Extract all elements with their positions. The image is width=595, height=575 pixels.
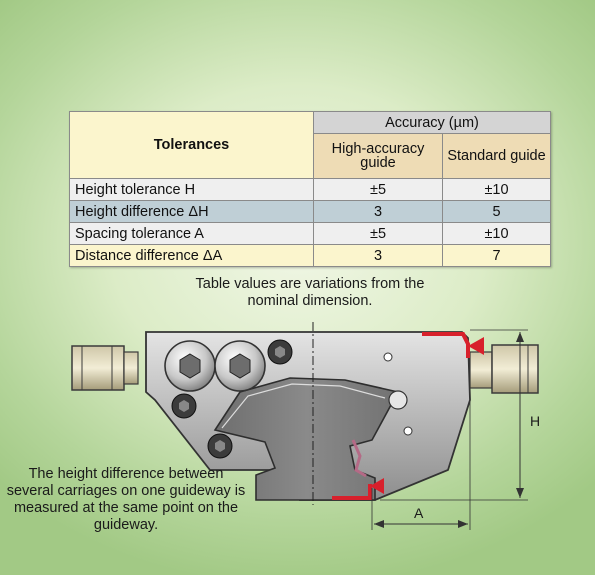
screw-icon (207, 433, 233, 459)
guideway-rail (213, 377, 400, 501)
standard-value: 7 (442, 244, 551, 267)
dimension-a: A (371, 392, 471, 530)
standard-value: 5 (442, 200, 551, 223)
rail-reference-marker (332, 484, 372, 500)
rail-reference-arrow (370, 478, 384, 494)
height-reference-marker (422, 332, 470, 358)
row-label: Distance difference ΔA (69, 244, 314, 267)
high-accuracy-value: 3 (313, 244, 443, 267)
bolt-icon (164, 340, 216, 392)
table-row: Distance difference ΔA 3 7 (69, 244, 551, 267)
header-tolerances: Tolerances (69, 111, 314, 179)
label-a: A (414, 505, 424, 521)
ball-bearing (388, 390, 408, 410)
header-high-accuracy: High-accuracy guide (313, 133, 443, 179)
table-row: Height difference ΔH 3 5 (69, 200, 551, 223)
table-row: Spacing tolerance A ±5 ±10 (69, 222, 551, 245)
high-accuracy-value: 3 (313, 200, 443, 223)
header-accuracy: Accuracy (µm) (313, 111, 551, 134)
row-label: Height tolerance H (69, 178, 314, 201)
tolerance-table: Tolerances Accuracy (µm) High-accuracy g… (69, 111, 551, 267)
label-h: H (530, 413, 540, 429)
height-reference-arrow (468, 337, 484, 355)
bolt-icon (214, 340, 266, 392)
row-label: Spacing tolerance A (69, 222, 314, 245)
note-height-difference: The height difference between several ca… (6, 466, 246, 533)
screw-icon (171, 393, 197, 419)
standard-value: ±10 (442, 222, 551, 245)
note-nominal-dimension: Table values are variations from the nom… (195, 276, 425, 309)
table-row: Height tolerance H ±5 ±10 (69, 178, 551, 201)
standard-value: ±10 (442, 178, 551, 201)
header-standard: Standard guide (442, 133, 551, 179)
row-label: Height difference ΔH (69, 200, 314, 223)
dimension-h: H (380, 329, 540, 501)
left-lube-nipple (71, 345, 139, 391)
right-lube-nipple (469, 344, 539, 394)
screw-icon (267, 339, 293, 365)
high-accuracy-value: ±5 (313, 178, 443, 201)
